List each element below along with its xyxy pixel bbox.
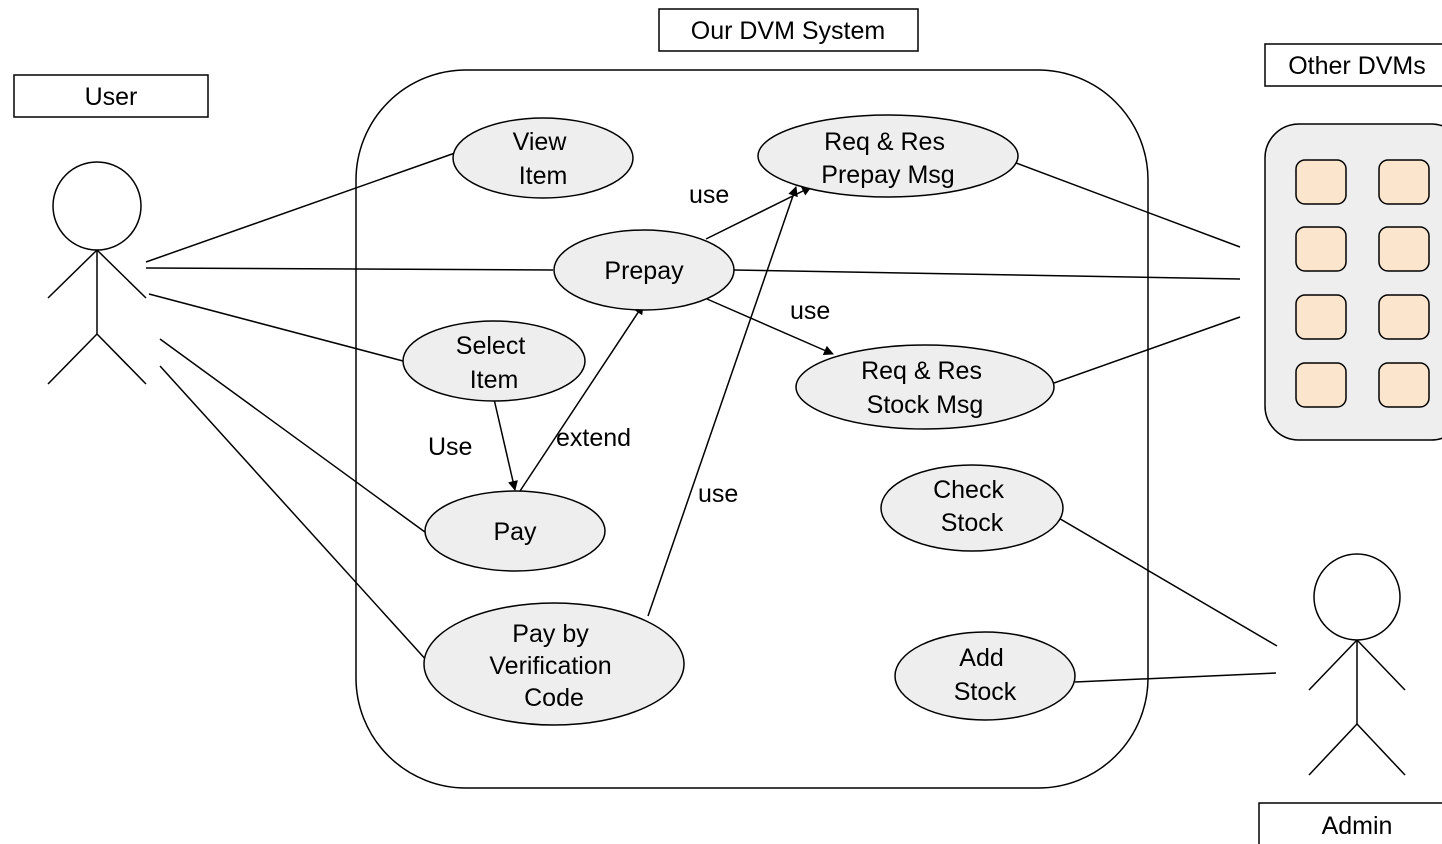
use-case-add-stock[interactable]: Add Stock bbox=[894, 631, 1076, 721]
svg-text:Pay by Verification: Pay by Verification Code bbox=[489, 620, 618, 712]
assoc-user-pay-by-code bbox=[159, 365, 429, 663]
assoc-prepay-other-dvms bbox=[733, 269, 1241, 280]
relation-label-use-pay: Use bbox=[428, 433, 472, 461]
system-label-text: Our DVM System bbox=[691, 17, 885, 45]
user-label: User bbox=[13, 74, 209, 118]
use-case-req-stock-line-2: Stock Msg bbox=[867, 391, 984, 419]
admin-label-text: Admin bbox=[1322, 812, 1393, 840]
use-case-select-item[interactable]: Select Item bbox=[402, 320, 586, 402]
use-case-req-prepay-line-2: Prepay Msg bbox=[821, 161, 954, 189]
system-label: Our DVM System bbox=[658, 8, 919, 52]
arrow-pay-to-prepay bbox=[519, 304, 644, 492]
other-dvms-label-text: Other DVMs bbox=[1288, 52, 1426, 80]
use-case-req-res-prepay-msg[interactable]: Req & Res Prepay Msg bbox=[757, 114, 1019, 198]
assoc-req-stock-other-dvms bbox=[1053, 316, 1241, 384]
use-case-prepay[interactable]: Prepay bbox=[553, 229, 735, 311]
arrow-prepay-to-req-stock bbox=[706, 298, 834, 355]
user-label-text: User bbox=[85, 83, 138, 111]
other-dvms-machine-icon bbox=[1264, 123, 1442, 441]
use-case-add-stock-line-1: Add bbox=[959, 644, 1003, 672]
use-case-add-stock-line-2: Stock bbox=[954, 678, 1017, 706]
svg-text:Req & Res Stock Msg: Req & Res Stock Msg bbox=[861, 357, 989, 419]
admin-actor-icon bbox=[1308, 553, 1406, 776]
admin-label: Admin bbox=[1258, 802, 1442, 844]
use-case-view-item-line-1: View bbox=[513, 128, 568, 156]
use-case-req-stock-line-1: Req & Res bbox=[861, 357, 982, 385]
arrow-select-to-pay bbox=[493, 398, 518, 491]
relation-label-use-stock-msg: use bbox=[790, 297, 830, 325]
use-case-select-item-line-1: Select bbox=[456, 332, 526, 360]
use-case-check-stock-line-1: Check bbox=[933, 476, 1004, 504]
assoc-user-prepay bbox=[145, 267, 554, 271]
use-case-view-item-line-2: Item bbox=[519, 162, 568, 190]
use-case-pay-by-code-line-3: Code bbox=[524, 684, 584, 712]
use-case-pay-by-code-line-1: Pay by bbox=[512, 620, 589, 648]
use-case-check-stock-line-2: Stock bbox=[941, 509, 1004, 537]
assoc-user-select-item bbox=[148, 293, 404, 362]
assoc-user-view-item bbox=[145, 152, 456, 263]
svg-text:Add Stock: Add Stock bbox=[954, 644, 1017, 706]
use-case-select-item-line-2: Item bbox=[470, 366, 519, 394]
arrow-code-to-req-prepay bbox=[647, 186, 798, 617]
assoc-req-prepay-other-dvms bbox=[1015, 162, 1241, 248]
use-case-check-stock[interactable]: Check Stock bbox=[880, 464, 1064, 552]
use-case-pay-line-1: Pay bbox=[493, 518, 537, 546]
user-actor-icon bbox=[47, 161, 147, 385]
use-case-view-item[interactable]: View Item bbox=[452, 117, 634, 199]
assoc-user-pay bbox=[159, 338, 430, 536]
use-case-pay-by-code-line-2: Verification bbox=[489, 652, 611, 680]
assoc-check-stock-admin bbox=[1032, 502, 1278, 647]
use-case-prepay-line-1: Prepay bbox=[604, 257, 684, 285]
svg-text:Pay: Pay bbox=[493, 518, 537, 546]
use-case-req-res-stock-msg[interactable]: Req & Res Stock Msg bbox=[795, 344, 1055, 430]
svg-text:View Item: View Item bbox=[513, 128, 574, 190]
relation-label-use-code: use bbox=[698, 480, 738, 508]
other-dvms-label: Other DVMs bbox=[1264, 43, 1442, 87]
svg-text:Req & Res Prepay Msg: Req & Res Prepay Msg bbox=[821, 128, 954, 189]
svg-text:Prepay: Prepay bbox=[604, 257, 684, 285]
relation-label-use-prepay-msg: use bbox=[689, 181, 729, 209]
use-case-req-prepay-line-1: Req & Res bbox=[824, 128, 945, 156]
assoc-add-stock-admin bbox=[1074, 672, 1277, 683]
svg-text:Select Item: Select Item bbox=[456, 332, 532, 394]
use-case-pay-by-verification-code[interactable]: Pay by Verification Code bbox=[423, 602, 685, 726]
system-boundary bbox=[355, 69, 1149, 789]
use-case-pay[interactable]: Pay bbox=[424, 490, 606, 572]
svg-text:Check Stock: Check Stock bbox=[933, 476, 1011, 537]
relation-label-extend: extend bbox=[556, 424, 631, 452]
